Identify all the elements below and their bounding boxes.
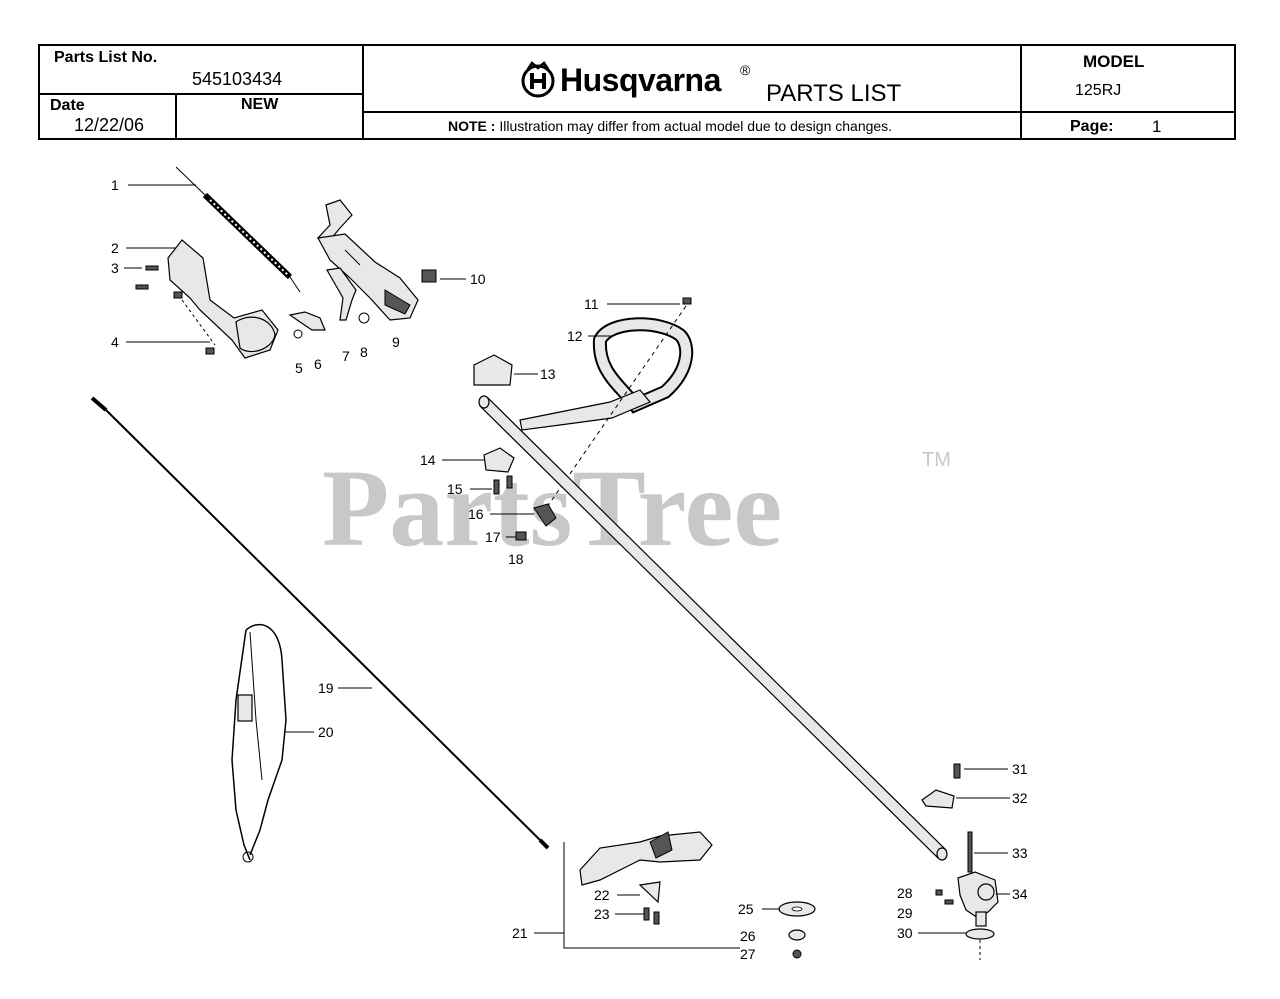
page-label: Page: <box>1070 118 1114 135</box>
note-label: NOTE : <box>448 118 496 134</box>
callout-11: 11 <box>584 296 599 312</box>
divider <box>175 94 177 140</box>
callout-19: 19 <box>318 680 334 696</box>
callout-28: 28 <box>897 885 913 901</box>
part-screw-29 <box>944 899 954 905</box>
part-knob-17 <box>515 531 527 541</box>
callout-14: 14 <box>420 452 436 468</box>
parts-list-no-label: Parts List No. <box>54 49 158 66</box>
callout-13: 13 <box>540 366 556 382</box>
callout-16: 16 <box>468 506 484 522</box>
callout-27: 27 <box>740 946 756 962</box>
callout-32: 32 <box>1012 790 1028 806</box>
divider <box>362 44 364 140</box>
header-table <box>38 44 1236 140</box>
callout-20: 20 <box>318 724 334 740</box>
callout-31: 31 <box>1012 761 1028 777</box>
part-throttle-cable <box>175 166 301 293</box>
part-harness-strap <box>231 623 287 863</box>
part-clamp-13 <box>473 354 513 386</box>
callout-2: 2 <box>111 240 119 256</box>
part-blade-22 <box>638 881 661 904</box>
callout-3: 3 <box>111 260 119 276</box>
part-drive-shaft <box>90 396 550 850</box>
watermark-tm: TM <box>922 449 951 471</box>
divider <box>1020 44 1022 140</box>
part-nut-27 <box>792 949 802 959</box>
registered-mark: ® <box>740 62 751 78</box>
part-bracket-16 <box>533 503 557 527</box>
callout-8: 8 <box>360 344 368 360</box>
callout-18: 18 <box>508 551 524 567</box>
part-washer-26 <box>788 929 806 941</box>
part-screw-31 <box>953 763 961 779</box>
callout-6: 6 <box>314 356 322 372</box>
status-badge: NEW <box>241 96 279 113</box>
brand-name: Husqvarna <box>560 61 721 98</box>
part-housing <box>167 239 279 359</box>
callout-30: 30 <box>897 925 913 941</box>
part-gear-head <box>957 871 999 927</box>
divider <box>38 93 363 95</box>
part-screw-11 <box>682 297 692 305</box>
part-shaft-tube <box>478 395 948 861</box>
assembly-line <box>544 305 687 511</box>
callout-10: 10 <box>470 271 486 287</box>
callout-numbers: 1 2 3 4 5 6 7 8 9 10 11 12 13 14 15 16 1… <box>111 177 1028 962</box>
callout-34: 34 <box>1012 886 1028 902</box>
part-screw-23 <box>643 907 650 921</box>
part-screw-15 <box>493 479 500 495</box>
callout-1: 1 <box>111 177 119 193</box>
husqvarna-logo: Husqvarna <box>520 60 721 100</box>
model-value: 125RJ <box>1075 82 1122 99</box>
note: NOTE : Illustration may differ from actu… <box>448 118 892 134</box>
callout-4: 4 <box>111 334 119 350</box>
part-switch <box>421 269 437 283</box>
part-guard <box>563 831 740 949</box>
divider <box>362 111 1236 113</box>
part-screw-23b <box>653 911 660 925</box>
callout-21: 21 <box>512 925 528 941</box>
callout-23: 23 <box>594 906 610 922</box>
part-screws <box>135 265 216 355</box>
callout-22: 22 <box>594 887 610 903</box>
part-washer-30 <box>965 928 995 940</box>
part-clamp-14 <box>483 447 515 473</box>
part-trigger <box>288 267 370 339</box>
callout-33: 33 <box>1012 845 1028 861</box>
page-title: PARTS LIST <box>766 80 902 107</box>
part-handle <box>316 199 419 321</box>
callout-26: 26 <box>740 928 756 944</box>
date-value: 12/22/06 <box>74 115 145 135</box>
part-screw-28 <box>935 889 943 896</box>
crown-icon <box>521 61 555 98</box>
parts-list-no: 545103434 <box>192 69 283 89</box>
page-number: 1 <box>1152 117 1162 136</box>
callout-17: 17 <box>485 529 501 545</box>
part-clamp-32 <box>921 789 955 809</box>
note-text: Illustration may differ from actual mode… <box>499 118 893 134</box>
callout-7: 7 <box>342 348 350 364</box>
part-loop-handle <box>519 317 694 431</box>
part-screw-15b <box>506 475 513 489</box>
callout-12: 12 <box>567 328 583 344</box>
model-label: MODEL <box>1083 52 1145 71</box>
callout-29: 29 <box>897 905 913 921</box>
part-rod-33 <box>967 831 973 873</box>
callout-5: 5 <box>295 360 303 376</box>
date-label: Date <box>50 97 85 114</box>
callout-25: 25 <box>738 901 754 917</box>
callout-9: 9 <box>392 334 400 350</box>
leader-lines <box>124 184 1010 934</box>
callout-15: 15 <box>447 481 463 497</box>
